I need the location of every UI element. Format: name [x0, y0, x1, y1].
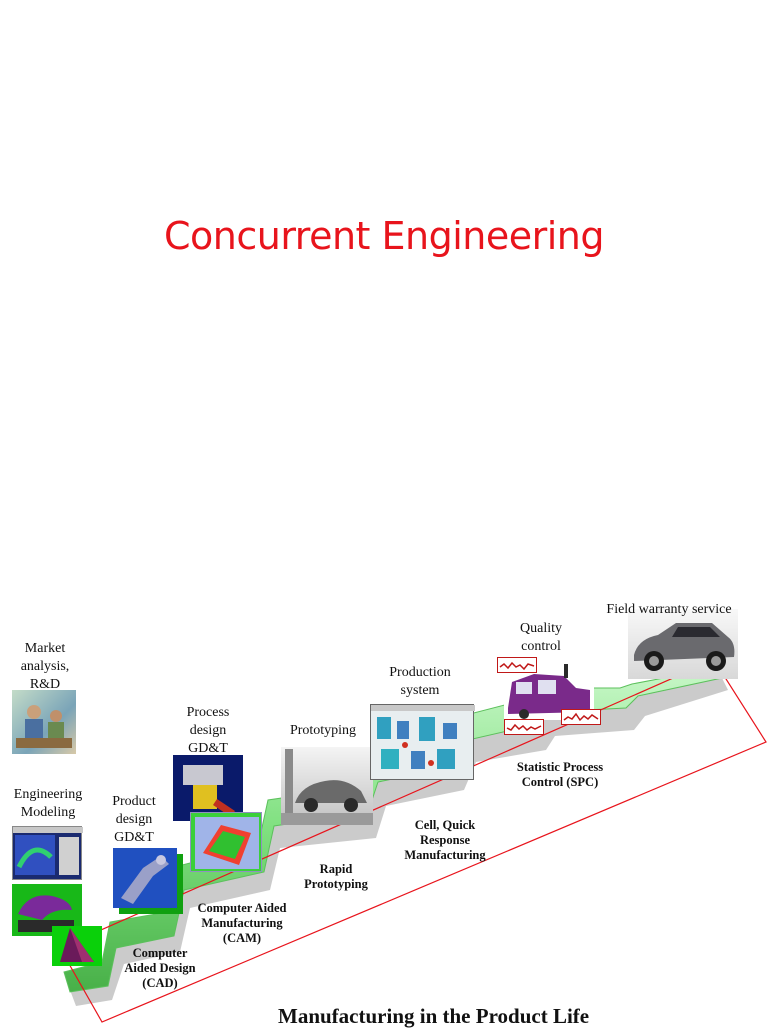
production-system-image — [370, 704, 475, 780]
label-production-system: Production system — [389, 665, 451, 698]
label-process-design: Process design GD&T — [186, 705, 230, 756]
label-market-analysis: Market analysis, R&D — [20, 641, 70, 692]
label-cam: Computer Aided Manufacturing (CAM) — [197, 901, 287, 945]
label-prototyping: Prototyping — [289, 723, 357, 738]
spc-chart-3 — [561, 709, 601, 725]
process-design-image — [173, 755, 243, 821]
suv-image — [628, 609, 738, 679]
product-design-image — [113, 848, 177, 908]
label-product-design: Product design GD&T — [112, 794, 156, 845]
cam-image — [190, 812, 262, 872]
spc-chart-1 — [497, 657, 537, 673]
label-cad: Computer Aided Design (CAD) — [124, 946, 196, 990]
diagram-caption: Manufacturing in the Product Life — [278, 1004, 590, 1028]
label-engineering-modeling: Engineering Modeling — [13, 787, 83, 820]
spc-chart-2 — [504, 719, 544, 735]
market-analysis-image — [12, 690, 76, 754]
label-rapid-prototyping: Rapid Prototyping — [304, 862, 368, 891]
slide-title: Concurrent Engineering — [163, 214, 605, 258]
engineering-modeling-image-3 — [52, 926, 102, 966]
label-field-warranty: Field warranty service — [606, 602, 732, 617]
red-outline — [59, 659, 767, 1023]
label-quality-control: Quality control — [520, 621, 562, 654]
engineering-modeling-image-1 — [12, 826, 83, 880]
label-cell-qrm: Cell, Quick Response Manufacturing — [404, 818, 486, 862]
label-spc: Statistic Process Control (SPC) — [516, 760, 604, 789]
prototyping-image — [281, 747, 373, 825]
